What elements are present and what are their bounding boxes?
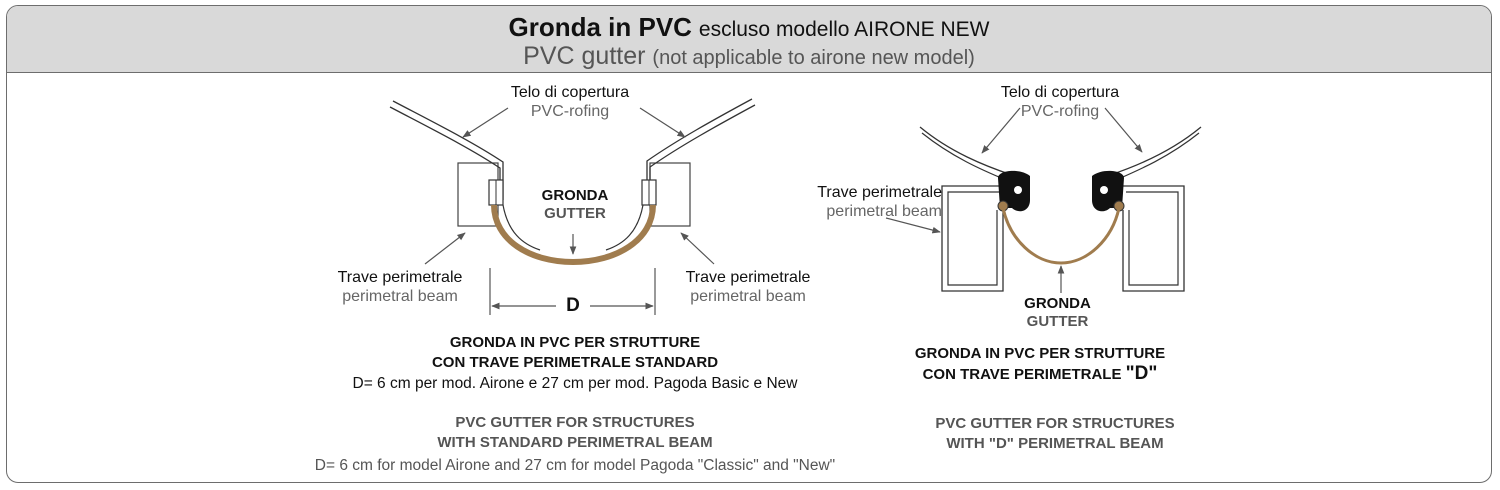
left-cover-label: Telo di copertura PVC-rofing	[510, 84, 630, 120]
subtitle-rest: (not applicable to airone new model)	[652, 47, 975, 69]
left-roof-sheet-1b	[392, 100, 504, 200]
header: Gronda in PVC escluso modello AIRONE NEW…	[7, 6, 1491, 73]
left-beam-label-2: Trave perimetrale perimetral beam	[685, 269, 811, 305]
left-caption-en: PVC GUTTER FOR STRUCTURES WITH STANDARD …	[437, 414, 713, 451]
dimension-label: D	[566, 295, 580, 316]
right-drawing	[885, 107, 1202, 293]
left-note-en: D= 6 cm for model Airone and 27 cm for m…	[314, 457, 836, 474]
right-gutter	[1001, 207, 1121, 265]
title-bold: Gronda in PVC	[508, 12, 692, 42]
left-roof-sheet-2	[649, 104, 756, 200]
title: Gronda in PVC escluso modello AIRONE NEW	[7, 12, 1491, 43]
right-clamp-2	[1092, 170, 1124, 212]
right-caption-it: GRONDA IN PVC PER STRUTTURE CON TRAVE PE…	[914, 345, 1166, 384]
subtitle-main: PVC gutter	[523, 42, 646, 70]
right-caption-en: PVC GUTTER FOR STRUCTURES WITH "D" PERIM…	[935, 415, 1175, 452]
title-rest: escluso modello AIRONE NEW	[698, 18, 990, 41]
diagram-panel: Gronda in PVC escluso modello AIRONE NEW…	[6, 5, 1492, 483]
left-roof-sheet-2b	[646, 98, 753, 200]
left-beam-label-1: Trave perimetrale perimetral beam	[337, 269, 463, 305]
left-note-it: D= 6 cm per mod. Airone e 27 cm per mod.…	[352, 375, 798, 392]
right-clamp-1	[998, 170, 1030, 212]
right-gutter-label: GRONDA GUTTER	[1024, 295, 1091, 330]
right-beam-1	[941, 185, 1004, 292]
left-gutter	[491, 204, 656, 266]
left-roof-sheet-1	[389, 106, 501, 200]
left-drawing	[389, 98, 756, 315]
left-gutter-label: GRONDA GUTTER	[541, 187, 609, 222]
subtitle: PVC gutter (not applicable to airone new…	[7, 42, 1491, 71]
right-cover-label: Telo di copertura PVC-rofing	[1000, 84, 1120, 120]
right-beam-2	[1122, 185, 1185, 292]
right-beam-label: Trave perimetrale perimetral beam	[817, 184, 942, 220]
left-caption-it: GRONDA IN PVC PER STRUTTURE CON TRAVE PE…	[431, 334, 719, 371]
